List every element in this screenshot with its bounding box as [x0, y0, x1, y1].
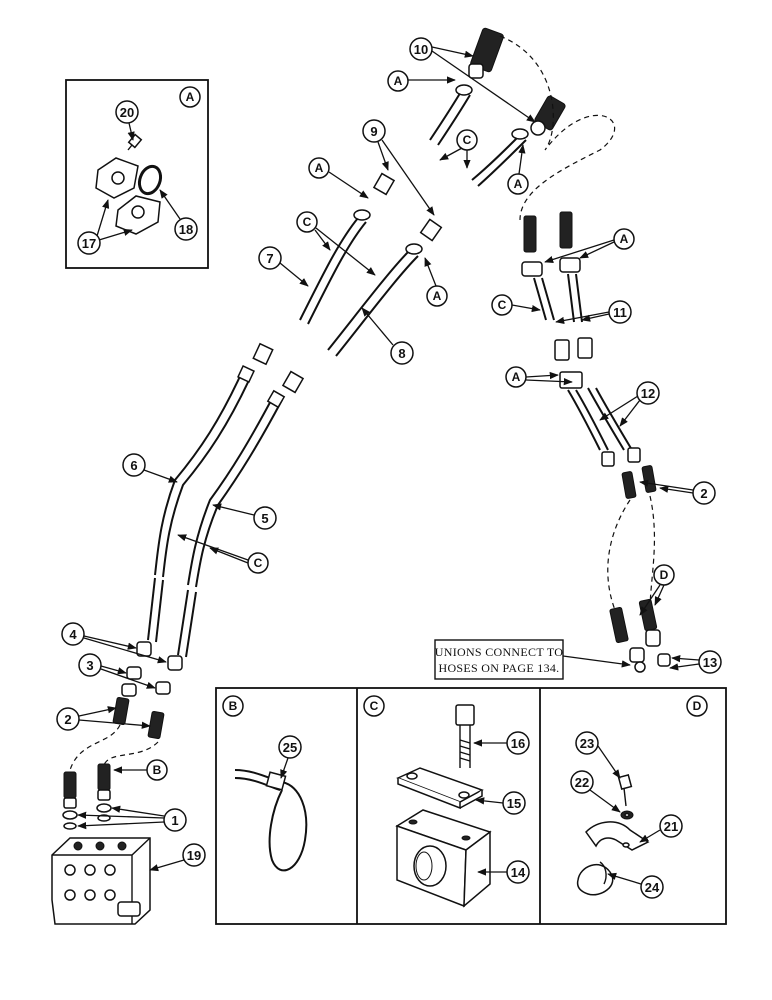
callout-5: 5 — [261, 511, 268, 526]
hose-7 — [237, 217, 367, 383]
letter-a-5: A — [620, 232, 629, 246]
callout-14: 14 — [511, 865, 526, 880]
cable-tie — [234, 769, 308, 872]
callout-6: 6 — [130, 458, 137, 473]
fittings-left — [112, 641, 183, 740]
callout-8: 8 — [398, 346, 405, 361]
clamp-block — [395, 809, 492, 908]
callout-9: 9 — [370, 124, 377, 139]
o-ring — [137, 164, 163, 196]
callout-25: 25 — [283, 740, 297, 755]
letter-b-1: B — [153, 763, 162, 777]
hose-6 — [147, 371, 251, 643]
callout-7: 7 — [266, 251, 273, 266]
callout-2-left: 2 — [64, 712, 71, 727]
callout-4: 4 — [69, 627, 77, 642]
panel-c-label: C — [370, 699, 379, 713]
callout-3: 3 — [86, 658, 93, 673]
letter-a-2: A — [315, 161, 324, 175]
fittings-2-right — [621, 465, 657, 499]
unions-note: UNIONS CONNECT TO HOSES ON PAGE 134. — [434, 639, 631, 680]
letter-c-2: C — [303, 215, 312, 229]
callout-10: 10 — [414, 42, 428, 57]
callout-2-right: 2 — [700, 486, 707, 501]
callout-23: 23 — [580, 736, 594, 751]
hose-clamp-parts — [576, 773, 650, 896]
callout-22: 22 — [575, 775, 589, 790]
letter-a-4: A — [433, 289, 442, 303]
control-valve — [51, 837, 151, 925]
fittings-10 — [468, 27, 566, 136]
note-line-1: UNIONS CONNECT TO — [435, 645, 563, 659]
panel-d-label: D — [693, 699, 702, 713]
tube-9 — [372, 84, 529, 242]
hose-8 — [266, 249, 419, 409]
letter-d-1: D — [660, 568, 669, 582]
detail-panels: B 25 C — [215, 687, 727, 925]
callout-12: 12 — [641, 386, 655, 401]
callout-24: 24 — [645, 880, 660, 895]
note-line-2: HOSES ON PAGE 134. — [439, 661, 560, 675]
callout-17: 17 — [82, 236, 96, 251]
callout-19: 19 — [187, 848, 201, 863]
fittings-b — [62, 763, 112, 830]
callout-21: 21 — [664, 819, 678, 834]
callout-18: 18 — [179, 222, 193, 237]
panel-b-label: B — [229, 699, 238, 713]
callout-16: 16 — [511, 736, 525, 751]
clamp-bolt — [455, 704, 475, 768]
number-callouts: 10 9 7 8 11 12 6 5 2 13 4 3 2 — [56, 37, 722, 872]
letter-callouts: A A A A A A C C C C D B — [113, 70, 675, 781]
letter-c-1: C — [463, 133, 472, 147]
callout-20: 20 — [120, 105, 134, 120]
letter-c-3: C — [498, 298, 507, 312]
hose-12 — [554, 337, 641, 467]
callout-13: 13 — [703, 655, 717, 670]
hose-11 — [521, 211, 583, 323]
letter-a-1: A — [394, 74, 403, 88]
flange-bolt — [127, 133, 143, 151]
letter-a-3: A — [514, 177, 523, 191]
clamp-plate — [396, 767, 484, 810]
letter-c-4: C — [254, 556, 263, 570]
split-flange — [95, 157, 161, 235]
callout-11: 11 — [613, 305, 627, 320]
callout-1: 1 — [171, 813, 178, 828]
callout-15: 15 — [507, 796, 521, 811]
inset-panel-a: A 20 18 17 — [65, 79, 209, 269]
letter-a-6: A — [512, 370, 521, 384]
panel-a-label: A — [186, 90, 195, 104]
unions-13 — [609, 598, 671, 673]
